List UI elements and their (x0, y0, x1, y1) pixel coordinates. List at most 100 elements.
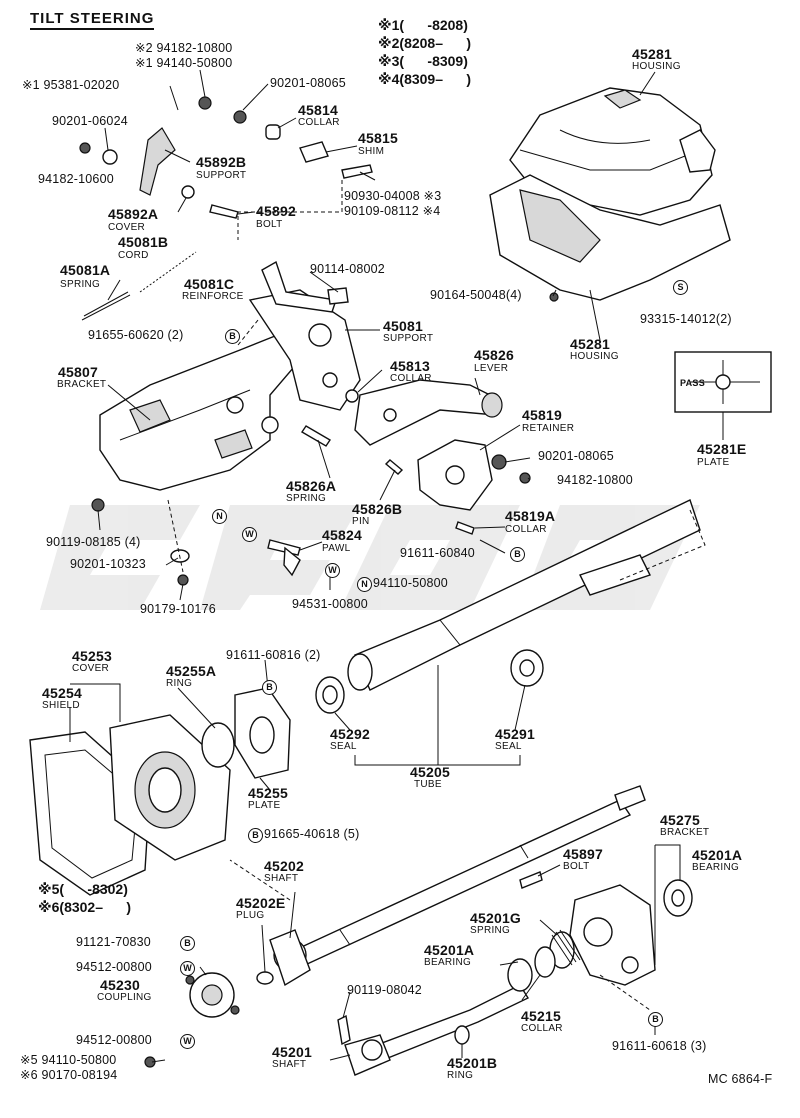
retainer-45819 (417, 439, 493, 511)
part-number: 90114-08002 (310, 262, 385, 276)
part-caption: PLATE (697, 457, 730, 468)
part-number: 45814 (298, 102, 338, 118)
part-number: 45081 (383, 318, 423, 334)
part-number: 45081C (184, 276, 235, 292)
badge-n: N (357, 577, 372, 592)
year-note-6: ※6(8302– ) (38, 899, 131, 915)
part-number: 91611-60840 (400, 546, 475, 560)
part-caption: PIN (352, 516, 370, 527)
part-caption: SPRING (286, 493, 327, 504)
part-caption: REINFORCE (182, 291, 244, 302)
part-number: 45892B (196, 154, 247, 170)
badge-b: B (225, 329, 240, 344)
cover-45253 (109, 714, 231, 861)
part-number: 45892 (256, 203, 296, 219)
year-note-2: ※2(8208– ) (378, 35, 471, 51)
part-caption: SPRING (60, 279, 101, 290)
shaft-45202 (269, 785, 646, 987)
part-caption: COLLAR (505, 524, 547, 535)
badge-s: S (673, 280, 688, 295)
part-number: 45254 (42, 685, 82, 701)
part-number: 90164-50048(4) (430, 288, 522, 302)
part-number: 45892A (108, 206, 159, 222)
part-number: 90201-08065 (538, 449, 614, 463)
part-number: 90930-04008 ※3 (344, 189, 442, 203)
year-note-1: ※1( -8208) (378, 17, 468, 33)
part-number: 45819A (505, 508, 556, 524)
part-number: 45819 (522, 407, 562, 423)
year-note-4: ※4(8309– ) (378, 71, 471, 87)
badge-w: W (180, 1034, 195, 1049)
part-number: 45215 (521, 1008, 561, 1024)
part-number: 45081B (118, 234, 169, 250)
part-caption: PLATE (248, 800, 281, 811)
part-number: 90119-08185 (4) (46, 535, 141, 549)
part-caption: SHAFT (272, 1059, 307, 1070)
housing-lower (489, 174, 731, 301)
part-number: 91611-60816 (2) (226, 648, 321, 662)
part-number: 91655-60620 (2) (88, 328, 184, 342)
part-number: 45826A (286, 478, 337, 494)
part-caption: CORD (118, 250, 149, 261)
part-number: 45897 (563, 846, 603, 862)
part-caption: COVER (108, 222, 146, 233)
part-number: 90201-06024 (52, 114, 128, 128)
part-number: 45826B (352, 501, 403, 517)
diagram-title: TILT STEERING (30, 10, 155, 30)
part-number: 45201 (272, 1044, 312, 1060)
housing-upper (509, 87, 716, 216)
part-number: 45230 (100, 977, 140, 993)
part-caption: SHAFT (264, 873, 299, 884)
part-caption: PAWL (322, 543, 351, 554)
badge-w: W (242, 527, 257, 542)
part-number: 45281 (632, 46, 672, 62)
part-number: 45081A (60, 262, 111, 278)
part-caption: BRACKET (57, 379, 107, 390)
part-number: 45291 (495, 726, 535, 742)
part-caption: SHIELD (42, 700, 80, 711)
year-note-3: ※3( -8309) (378, 53, 468, 69)
part-number: 45201A (692, 847, 743, 863)
badge-b: B (262, 680, 277, 695)
badge-n: N (212, 509, 227, 524)
part-number: 94182-10600 (38, 172, 114, 186)
year-note-5: ※5( -8302) (38, 881, 128, 897)
part-caption: COLLAR (521, 1023, 563, 1034)
plate-45255 (234, 687, 291, 779)
part-caption: HOUSING (570, 351, 619, 362)
shaft-45201 (344, 984, 530, 1076)
part-caption: COUPLING (97, 992, 152, 1003)
part-number: 90119-08042 (347, 983, 422, 997)
part-number: 45275 (660, 812, 700, 828)
part-caption: BEARING (424, 957, 472, 968)
part-caption: BOLT (256, 219, 283, 230)
badge-b: B (180, 936, 195, 951)
badge-w: W (180, 961, 195, 976)
part-number: 90179-10176 (140, 602, 216, 616)
part-caption: HOUSING (632, 61, 681, 72)
seals (315, 649, 544, 714)
part-number: 45826 (474, 347, 514, 363)
part-caption: BEARING (692, 862, 740, 873)
part-number: 45201B (447, 1055, 498, 1071)
badge-b: B (510, 547, 525, 562)
part-number: 45205 (410, 764, 450, 780)
part-number: 91665-40618 (5) (264, 827, 360, 841)
part-number: ※2 94182-10800 (135, 41, 233, 55)
tube-45205 (347, 499, 701, 691)
badge-w: W (325, 563, 340, 578)
part-number: 45824 (322, 527, 362, 543)
part-number: 94512-00800 (76, 960, 152, 974)
lever-45826 (354, 379, 503, 446)
part-caption: BOLT (563, 861, 590, 872)
bearings-springs (144, 871, 693, 1068)
part-number: 90201-10323 (70, 557, 146, 571)
part-caption: SUPPORT (383, 333, 434, 344)
part-number: 45201A (424, 942, 475, 958)
part-caption: RING (447, 1070, 474, 1081)
part-caption: COLLAR (298, 117, 340, 128)
part-number: ※5 94110-50800 (20, 1053, 117, 1067)
part-caption: LEVER (474, 363, 509, 374)
